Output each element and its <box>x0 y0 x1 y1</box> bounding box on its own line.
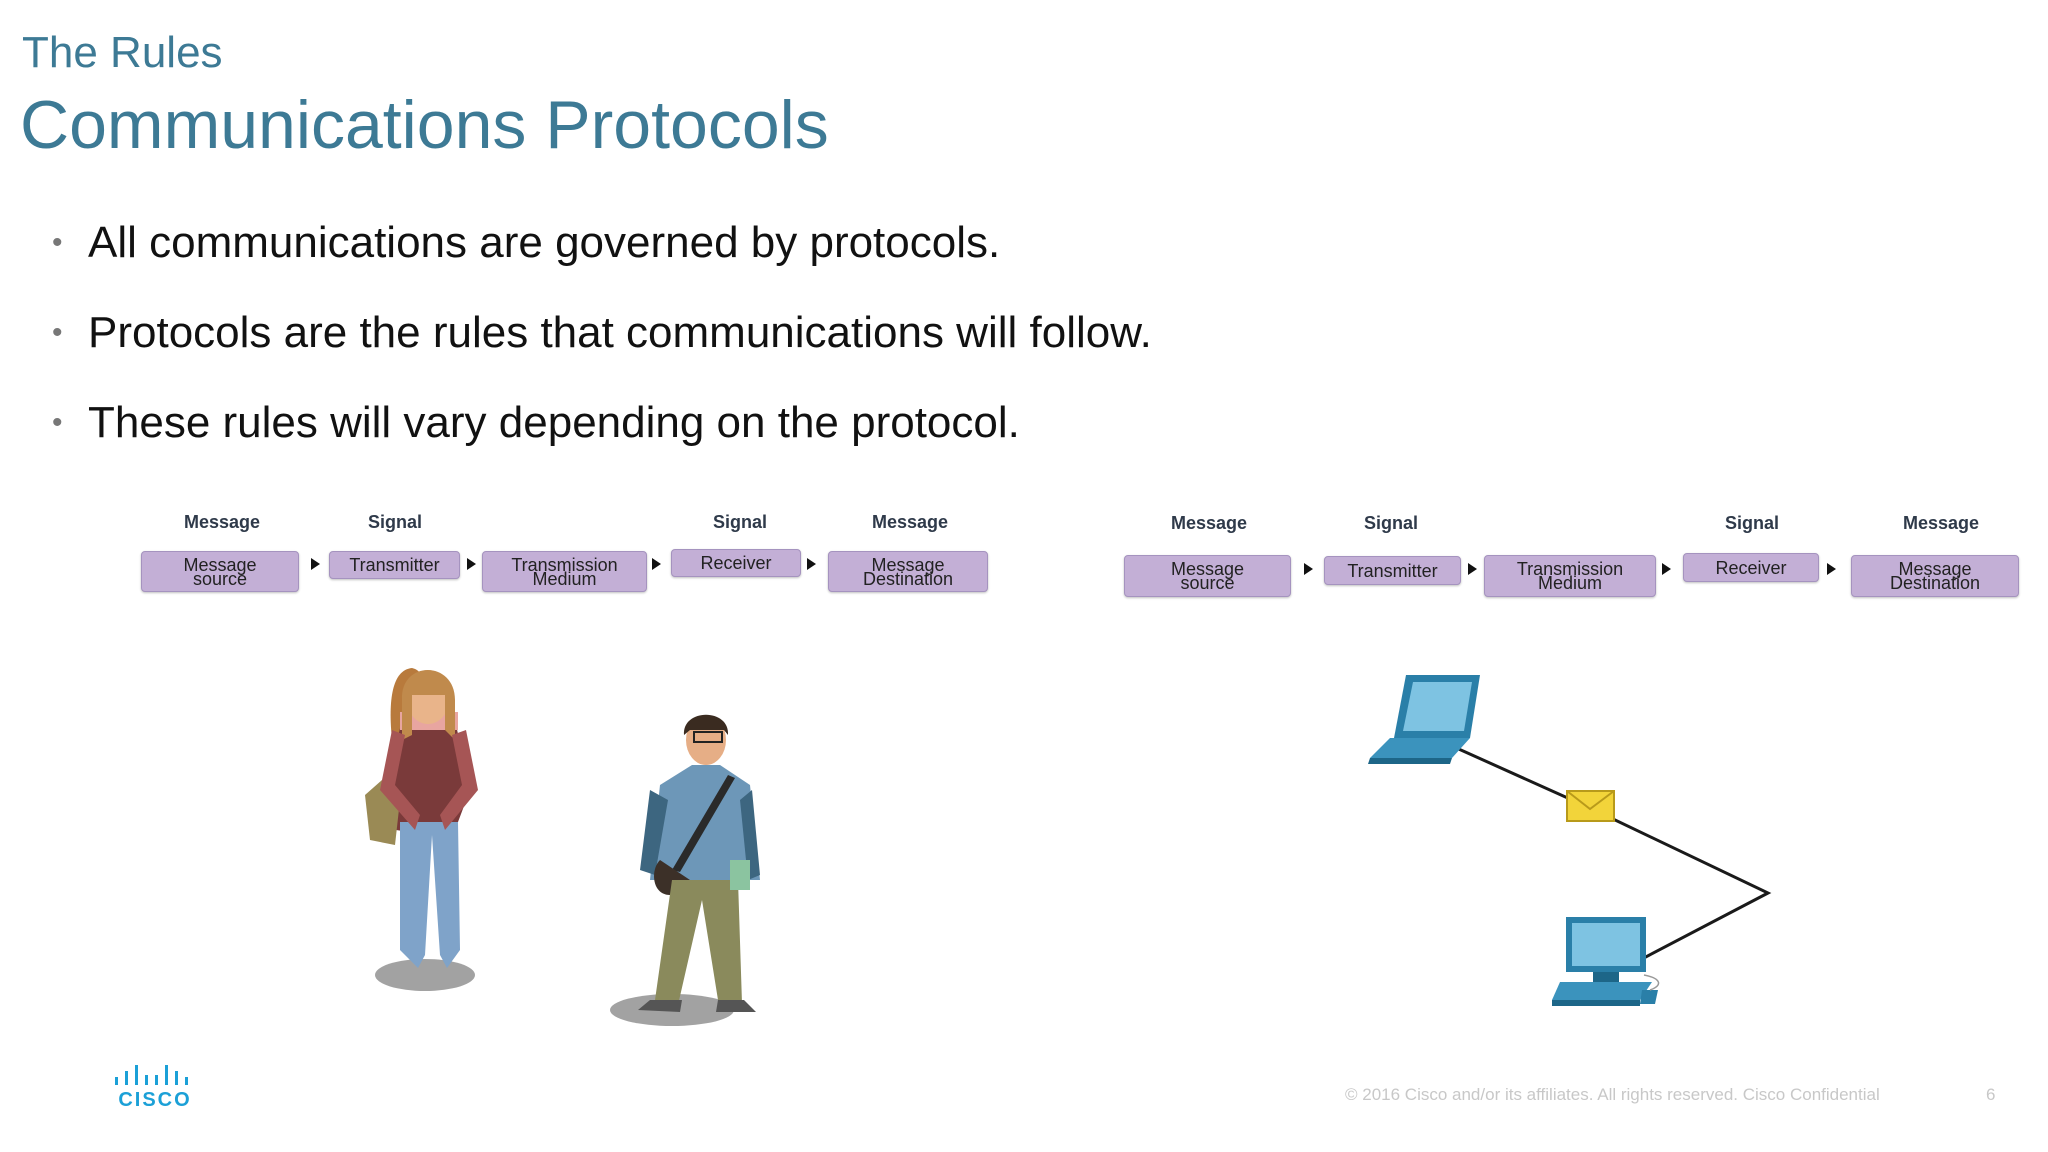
category-label: Message <box>1902 513 1980 533</box>
category-label: Signal <box>712 512 767 532</box>
transmitter-box: Transmitter <box>329 551 460 579</box>
network-cable <box>1451 744 1772 962</box>
bullet-item: • Protocols are the rules that communicat… <box>46 305 1346 395</box>
category-label: Message <box>183 512 261 532</box>
transmission-medium-box: Transmission Medium <box>1484 555 1656 597</box>
arrow-right-icon <box>1662 563 1671 575</box>
woman-figure-icon <box>365 668 478 991</box>
arrow-right-icon <box>652 558 661 570</box>
category-label: Signal <box>367 512 422 532</box>
page-number: 6 <box>1986 1085 1996 1104</box>
slide-title: Communications Protocols <box>20 87 829 163</box>
transmitter-box: Transmitter <box>1324 556 1461 585</box>
receiver-box: Receiver <box>1683 553 1819 582</box>
cisco-logo: CISCO <box>110 1065 200 1115</box>
arrow-right-icon <box>311 558 320 570</box>
bullet-text: Protocols are the rules that communicati… <box>88 308 1152 357</box>
bullet-text: All communications are governed by proto… <box>88 218 1001 267</box>
cisco-bars-icon <box>115 1065 188 1085</box>
cisco-logo-text: CISCO <box>118 1089 192 1111</box>
arrow-right-icon <box>467 558 476 570</box>
message-source-box: Message source <box>1124 555 1291 597</box>
envelope-icon <box>1566 790 1615 822</box>
bullet-dot-icon: • <box>52 406 63 439</box>
laptop-icon <box>1368 675 1480 764</box>
bullet-dot-icon: • <box>52 226 63 259</box>
bullet-text: These rules will vary depending on the p… <box>88 398 1020 447</box>
man-figure-icon <box>610 714 760 1026</box>
arrow-right-icon <box>807 558 816 570</box>
message-destination-box: Message Destination <box>1851 555 2019 597</box>
arrow-right-icon <box>1827 563 1836 575</box>
receiver-box: Receiver <box>671 549 801 577</box>
desktop-computer-icon <box>1552 917 1660 1006</box>
slide-subtitle: The Rules <box>22 28 223 77</box>
category-label: Message <box>1170 513 1248 533</box>
transmission-medium-box: Transmission Medium <box>482 551 647 592</box>
category-label: Signal <box>1363 513 1418 533</box>
category-label: Signal <box>1724 513 1779 533</box>
bullet-dot-icon: • <box>52 316 63 349</box>
bullet-item: • These rules will vary depending on the … <box>46 395 1346 485</box>
bullet-item: • All communications are governed by prot… <box>46 215 1346 305</box>
message-destination-box: Message Destination <box>828 551 988 592</box>
message-source-box: Message source <box>141 551 299 592</box>
category-label: Message <box>871 512 949 532</box>
arrow-right-icon <box>1468 563 1477 575</box>
arrow-right-icon <box>1304 563 1313 575</box>
footer-copyright: © 2016 Cisco and/or its affiliates. All … <box>1345 1085 1880 1104</box>
bullet-list: • All communications are governed by prot… <box>46 215 1346 485</box>
